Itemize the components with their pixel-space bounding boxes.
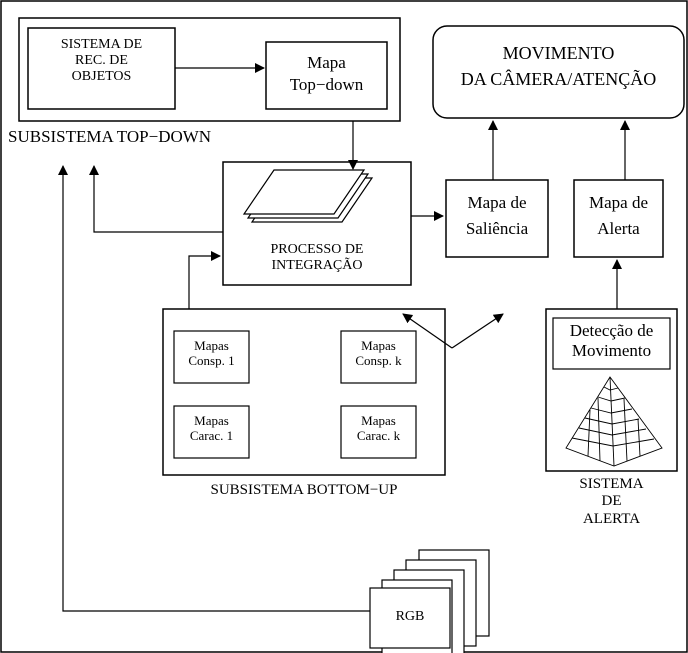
alerta-map-label: Mapa de Alerta	[588, 193, 648, 239]
saliencia-box	[445, 179, 549, 258]
carac1-label: Mapas Carac. 1	[189, 413, 234, 443]
sistema-alerta-label: SISTEMA DE ALERTA	[579, 476, 644, 527]
rgb-label: RGB	[395, 609, 425, 624]
consp1-box	[173, 330, 250, 384]
bottom-up-subsystem-box	[162, 308, 446, 476]
carac1-box	[173, 405, 250, 459]
rec-objetos-label: SISTEMA DE REC. DE OBJETOS	[60, 37, 143, 85]
conspk-label: Mapas Consp. k	[355, 338, 402, 368]
arrow-integracao-to-top-down	[89, 165, 223, 233]
saliencia-label: Mapa de Saliência	[465, 193, 529, 239]
conspk-box	[340, 330, 417, 384]
integracao-box	[222, 161, 412, 286]
alerta-map-box	[573, 179, 664, 258]
rgb-frames-stack	[369, 549, 490, 653]
movimento-box	[432, 25, 685, 119]
mapa-top-down-label: Mapa Top−down	[289, 53, 364, 95]
stacked-maps-icon	[242, 169, 374, 223]
arrow-rgb-to-top-down	[58, 165, 370, 612]
mapa-top-down-box	[265, 41, 388, 110]
top-down-subsystem-box	[18, 17, 401, 122]
deteccao-label: Detecção de Movimento	[569, 321, 654, 360]
integracao-label: PROCESSO DE INTEGRAÇÃO	[270, 242, 364, 274]
top-down-subsystem-label: SUBSISTEMA TOP−DOWN	[8, 127, 212, 146]
arrow-rgb-to-bottom-up	[402, 313, 453, 349]
sistema-alerta-box	[545, 308, 678, 472]
pyramid-icon	[565, 376, 663, 467]
consp1-label: Mapas Consp. 1	[188, 338, 235, 368]
arrow-bottom-up-to-integracao	[188, 251, 221, 309]
arrow-rgb-to-alert	[451, 313, 504, 349]
bottom-up-subsystem-label: SUBSISTEMA BOTTOM−UP	[210, 482, 398, 498]
deteccao-box	[552, 317, 671, 370]
carack-label: Mapas Carac. k	[356, 413, 401, 443]
carack-box	[340, 405, 417, 459]
movimento-label: MOVIMENTO DA CÂMERA/ATENÇÃO	[460, 43, 657, 90]
